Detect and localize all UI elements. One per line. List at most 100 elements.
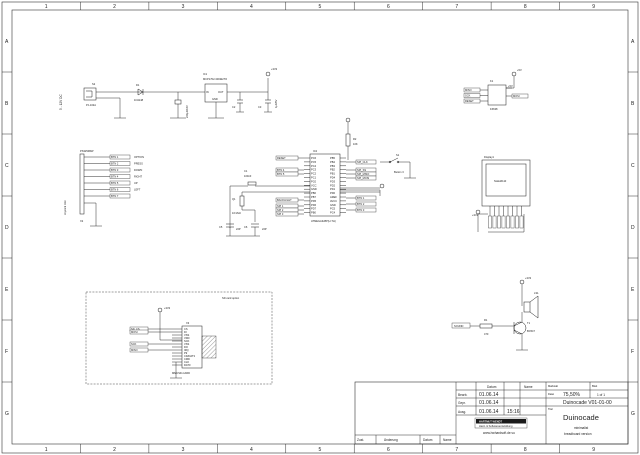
tb-rev-aend: Änderung <box>384 438 398 442</box>
sd-name: MMCSD-CARD <box>172 371 190 375</box>
c1-ref: C1 <box>244 169 248 173</box>
mcu-left-net-text: BACKLIGHT <box>277 198 292 202</box>
resistor-r2 <box>345 133 351 147</box>
mcu-pin-left: PC5 <box>311 160 317 164</box>
cap-c1 <box>247 181 257 186</box>
joystick-pin-text: BTN 1 <box>111 155 119 159</box>
bottom-column-label: 3 <box>182 447 185 453</box>
mcu-pin-left: PB0 <box>311 211 316 215</box>
cap4-value: 1μF/6V <box>274 99 278 108</box>
sd-pin-text: DAT0 <box>184 363 191 367</box>
mcu-pin-right: PD2 <box>330 183 336 187</box>
joystick-signal-text: PRESS <box>134 162 143 166</box>
sd-card-body <box>201 335 217 359</box>
cap3-ref: C3 <box>258 105 262 109</box>
sound-label: SOUND <box>454 324 463 328</box>
mcu-left-net-text: SPI 3 <box>277 212 284 216</box>
top-column-label: 5 <box>319 4 322 10</box>
sd-vcc-symbol <box>157 307 163 313</box>
joystick-pin-text: BTN 4 <box>111 175 119 179</box>
sd-net-text: SCK <box>131 342 137 346</box>
mcu-pin-right: PD1 <box>330 187 336 191</box>
mcu-pin-left: PC1 <box>311 176 317 180</box>
mcu-pin-left: PB7 <box>311 195 316 199</box>
mcu-ref: IC2 <box>313 149 318 153</box>
mcu-pin-left: PB6 <box>311 191 316 195</box>
cap2-ref: C2 <box>232 105 236 109</box>
tb-ausg-date: 01.06.14 <box>479 409 499 415</box>
right-row-label: A <box>631 39 635 45</box>
tb-datum-header: Datum <box>487 385 497 389</box>
vcc-3v3-symbol <box>265 71 271 77</box>
display-name: Nokia5110 <box>494 179 507 183</box>
sd-pin-text: VSS <box>184 342 189 346</box>
sound-net-label <box>451 322 471 329</box>
mcu-name: ATMEGA328P(U-TH) <box>311 219 336 223</box>
vcc-label: +3V3 <box>271 67 278 71</box>
diode-value: 1N4148 <box>134 98 144 102</box>
sd-vcc: +3V3 <box>164 306 171 310</box>
mcu-right-net-text: BTN 2 <box>357 202 365 206</box>
bottom-column-label: 6 <box>387 447 390 453</box>
mcu-pin-left: PC2 <box>311 172 317 176</box>
right-row-label: G <box>631 411 635 417</box>
top-column-label: 6 <box>387 4 390 10</box>
joystick-pin-label <box>109 180 131 186</box>
atmega328p-chip <box>309 153 341 217</box>
t1-value: BC547 <box>527 329 535 333</box>
joystick-pin-text: BTN 5 <box>111 181 119 185</box>
r1-ref: R1 <box>484 318 488 322</box>
sd-pin-text: CMD <box>184 357 190 361</box>
mcu-pin-right: PB1 <box>330 172 335 176</box>
mcu-right-net-text: SPI_SS <box>357 168 366 172</box>
cap-220uf <box>174 99 182 105</box>
display-section: Display1 Nokia5110 +3V3 <box>472 155 531 233</box>
top-column-label: 8 <box>524 4 527 10</box>
tb-datei-label: Datei <box>548 392 554 396</box>
company-sub: Hard- & Softwareentwicklung <box>479 424 513 428</box>
q1-ref: Q1 <box>232 197 236 201</box>
isp-ref: K1 <box>490 79 494 83</box>
reg-pin-in: IN <box>206 90 209 94</box>
isp-connector <box>487 84 507 106</box>
right-row-label: B <box>631 101 635 107</box>
speaker-vcc: +3V3 <box>525 276 532 280</box>
top-column-label: 7 <box>455 4 458 10</box>
r2-value: 10K <box>353 142 358 146</box>
c5-ref: C5 <box>219 225 223 229</box>
isp-right-net-label <box>511 93 529 99</box>
mcu-pin-right: AVCC <box>330 199 337 203</box>
mcu-pin-right: PD4 <box>330 176 336 180</box>
mcu-pin-left: PC0 <box>311 179 317 183</box>
jack-value: PJ-102A <box>86 103 96 107</box>
display-pin-label <box>515 215 519 229</box>
joystick-conn-ref: X2 <box>80 219 84 223</box>
mcu-pin-left: PD5 <box>311 199 317 203</box>
sd-pin-text: VDD <box>184 336 190 340</box>
joystick-signal-text: OPTION <box>134 155 144 159</box>
tb-rev-zust: Zust. <box>357 438 364 442</box>
tb-bearb-label: Bearb. <box>458 393 468 397</box>
tb-title: Duinocade <box>563 413 599 422</box>
speaker-ref: LS1 <box>534 291 539 295</box>
joystick-pin-label <box>109 174 131 179</box>
tb-titel-label: Titel <box>548 407 553 411</box>
bottom-column-label: 8 <box>524 447 527 453</box>
joystick-pin-label <box>109 187 131 192</box>
mcu-pin-right: AREF <box>330 195 337 199</box>
title-block: Datum Name Maßstab 75,50% Blatt 1 of 1 D… <box>354 381 629 445</box>
mcu-pin-right: PC4 <box>330 211 336 215</box>
c6-value: 22P <box>262 227 267 231</box>
left-row-label: C <box>5 163 9 169</box>
r1-value: 470 <box>484 332 489 336</box>
isp-right-net-text: MOSI <box>513 94 520 98</box>
diode-symbol <box>137 88 144 96</box>
speaker-symbol <box>523 301 531 313</box>
sd-net-text: SD_CS <box>131 327 140 331</box>
joystick-pin-label <box>109 193 131 199</box>
mcu-pin-left: VCC <box>311 183 317 187</box>
left-row-label: B <box>5 101 9 107</box>
sd-ref: X3 <box>186 321 190 325</box>
